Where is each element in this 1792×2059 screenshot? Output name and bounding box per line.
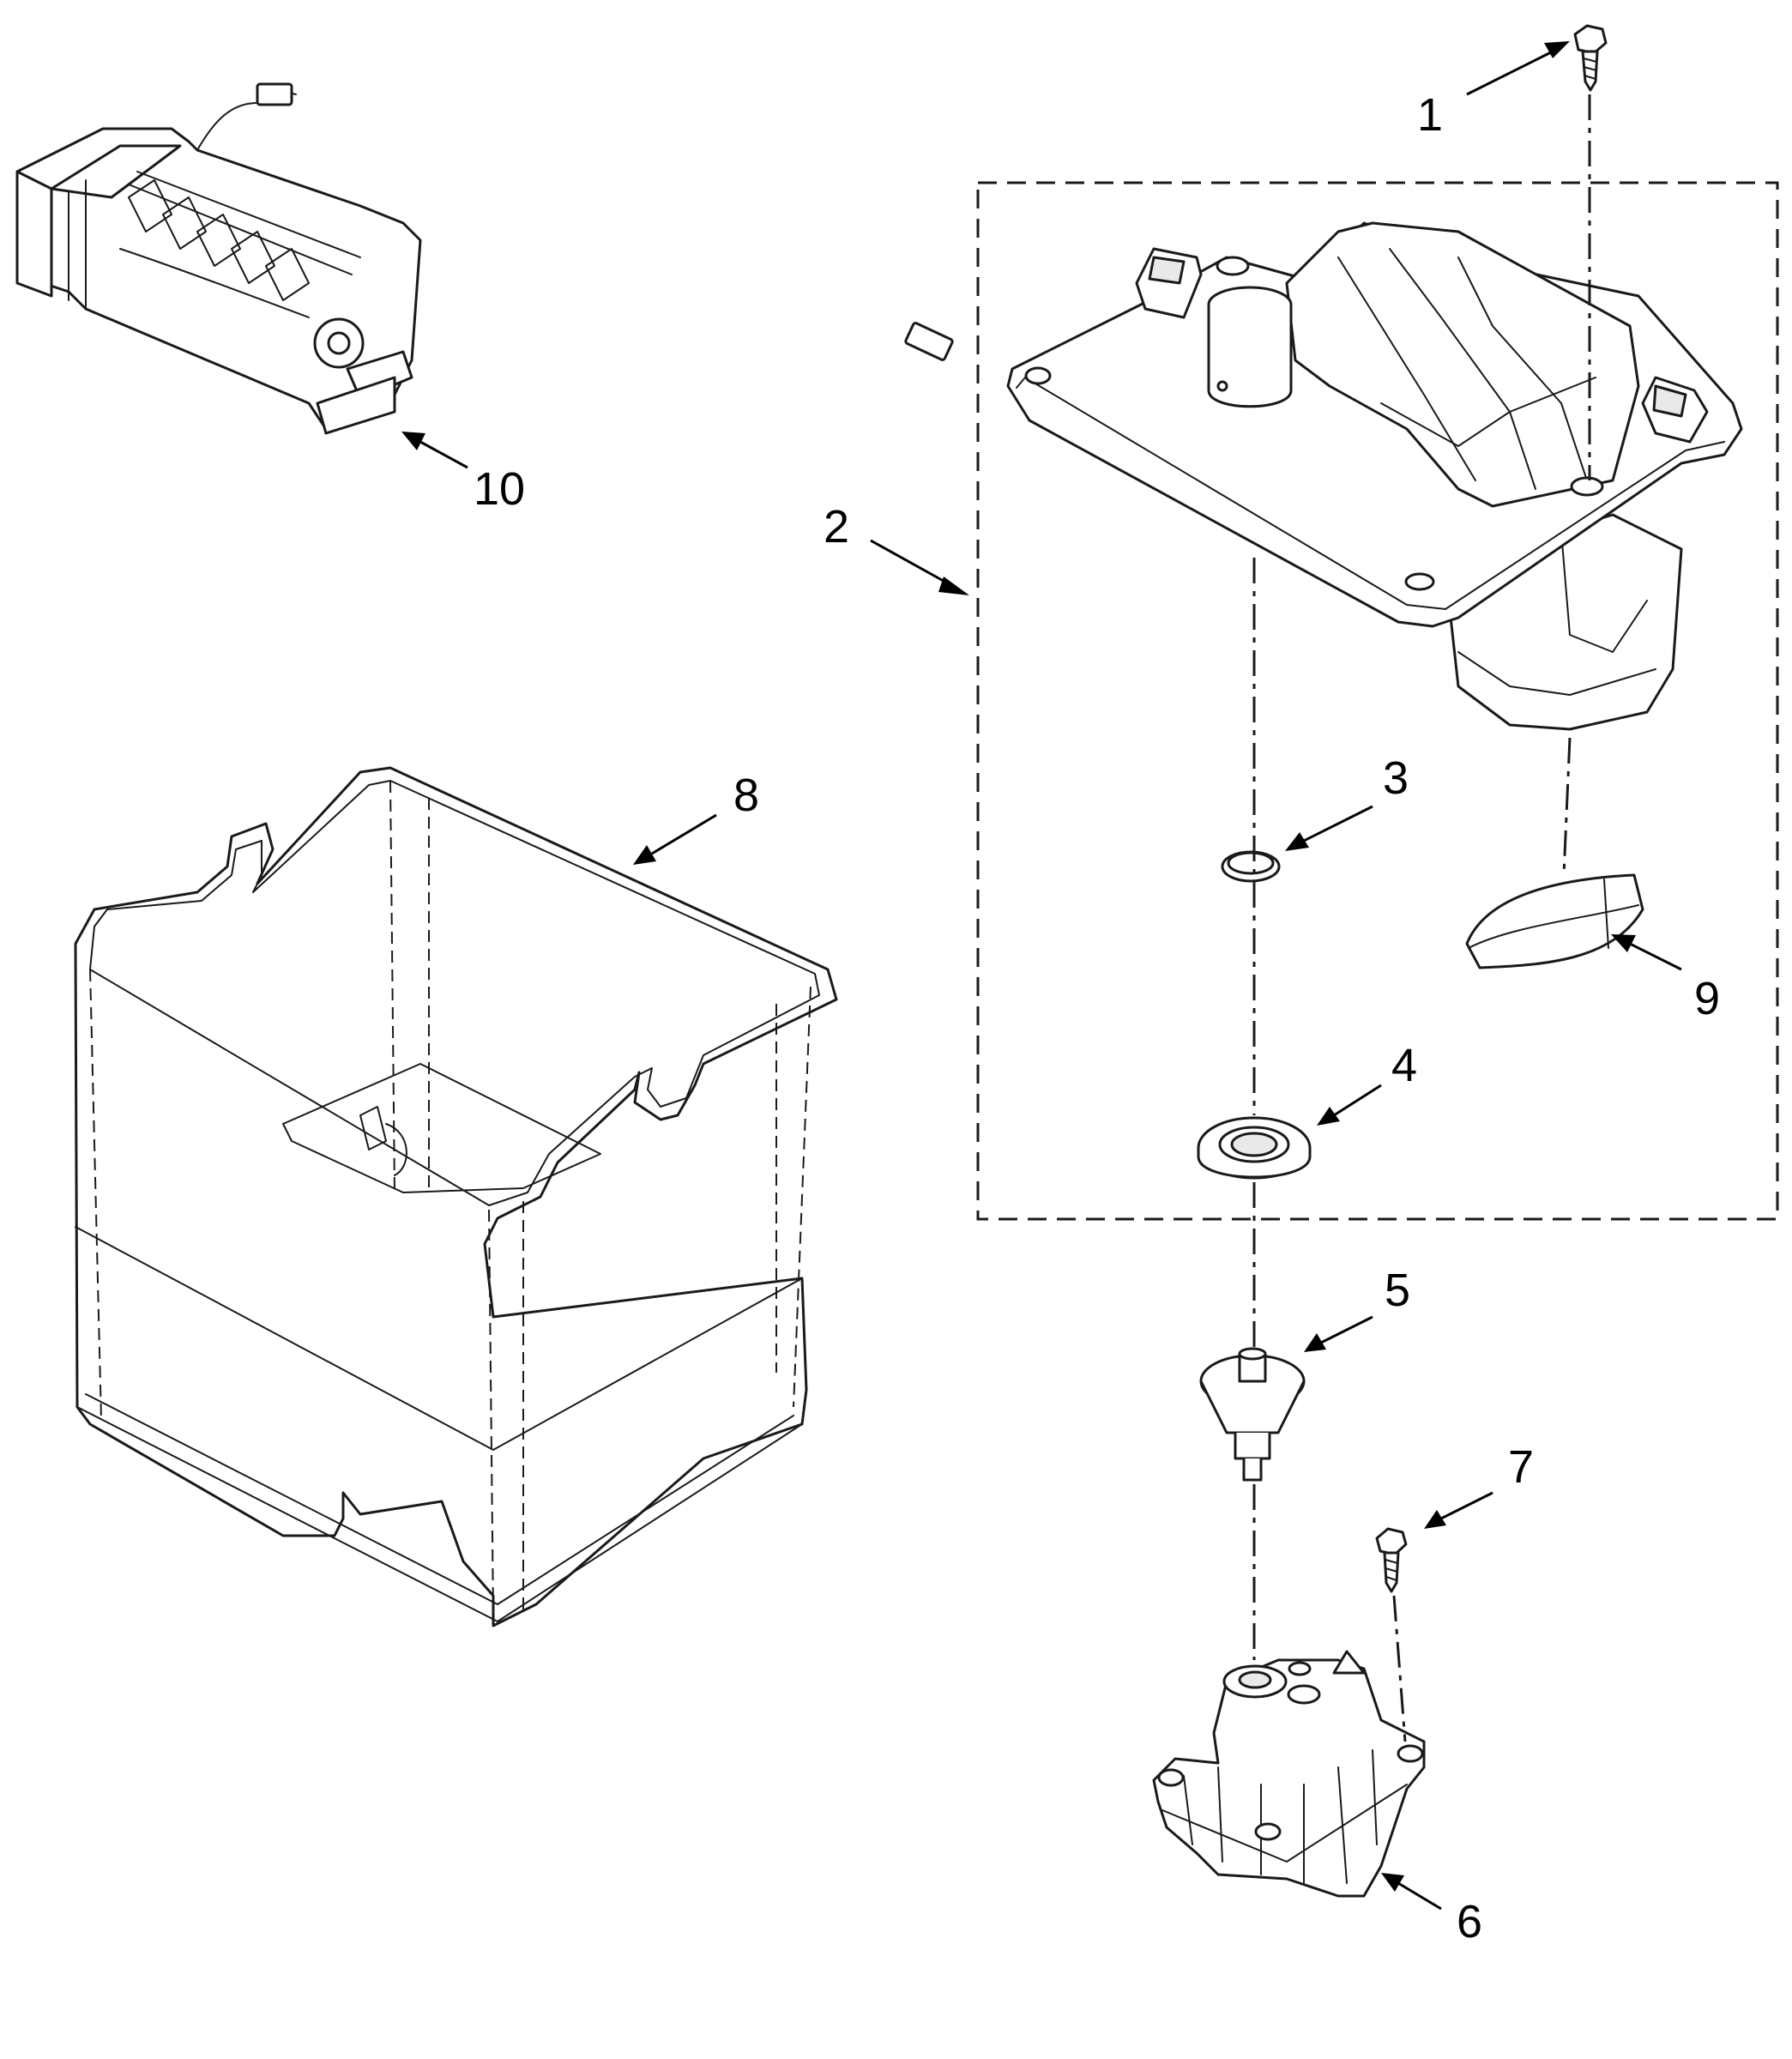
callout-8: 8 (733, 770, 759, 821)
callout-6: 6 (1457, 1896, 1482, 1947)
callout-2: 2 (824, 501, 849, 552)
bearing-part-4 (1197, 1116, 1312, 1180)
alignment-centerlines (1252, 94, 1591, 1742)
coupler-part-5 (1199, 1347, 1306, 1482)
screw-part-7 (1375, 1527, 1408, 1593)
ring-part-3 (1221, 850, 1281, 883)
pad-part-9 (1465, 873, 1644, 969)
callout-labels: 1 2 3 4 5 6 7 8 9 10 (474, 89, 1720, 1947)
callout-4: 4 (1391, 1040, 1417, 1091)
ice-bucket-part (74, 766, 838, 1627)
assembly-group-outline (976, 181, 1779, 1221)
callout-10: 10 (474, 463, 525, 515)
auger-housing-part (1006, 221, 1743, 731)
screw-part-1 (1573, 24, 1608, 92)
callout-3: 3 (1383, 752, 1409, 804)
callout-7: 7 (1508, 1441, 1534, 1493)
callout-5: 5 (1385, 1265, 1410, 1316)
leader-arrows (401, 41, 1682, 1911)
motor-part-6 (1152, 1650, 1426, 1898)
callout-1: 1 (1417, 89, 1443, 141)
callout-9: 9 (1694, 973, 1720, 1024)
ice-maker-part (15, 82, 954, 435)
